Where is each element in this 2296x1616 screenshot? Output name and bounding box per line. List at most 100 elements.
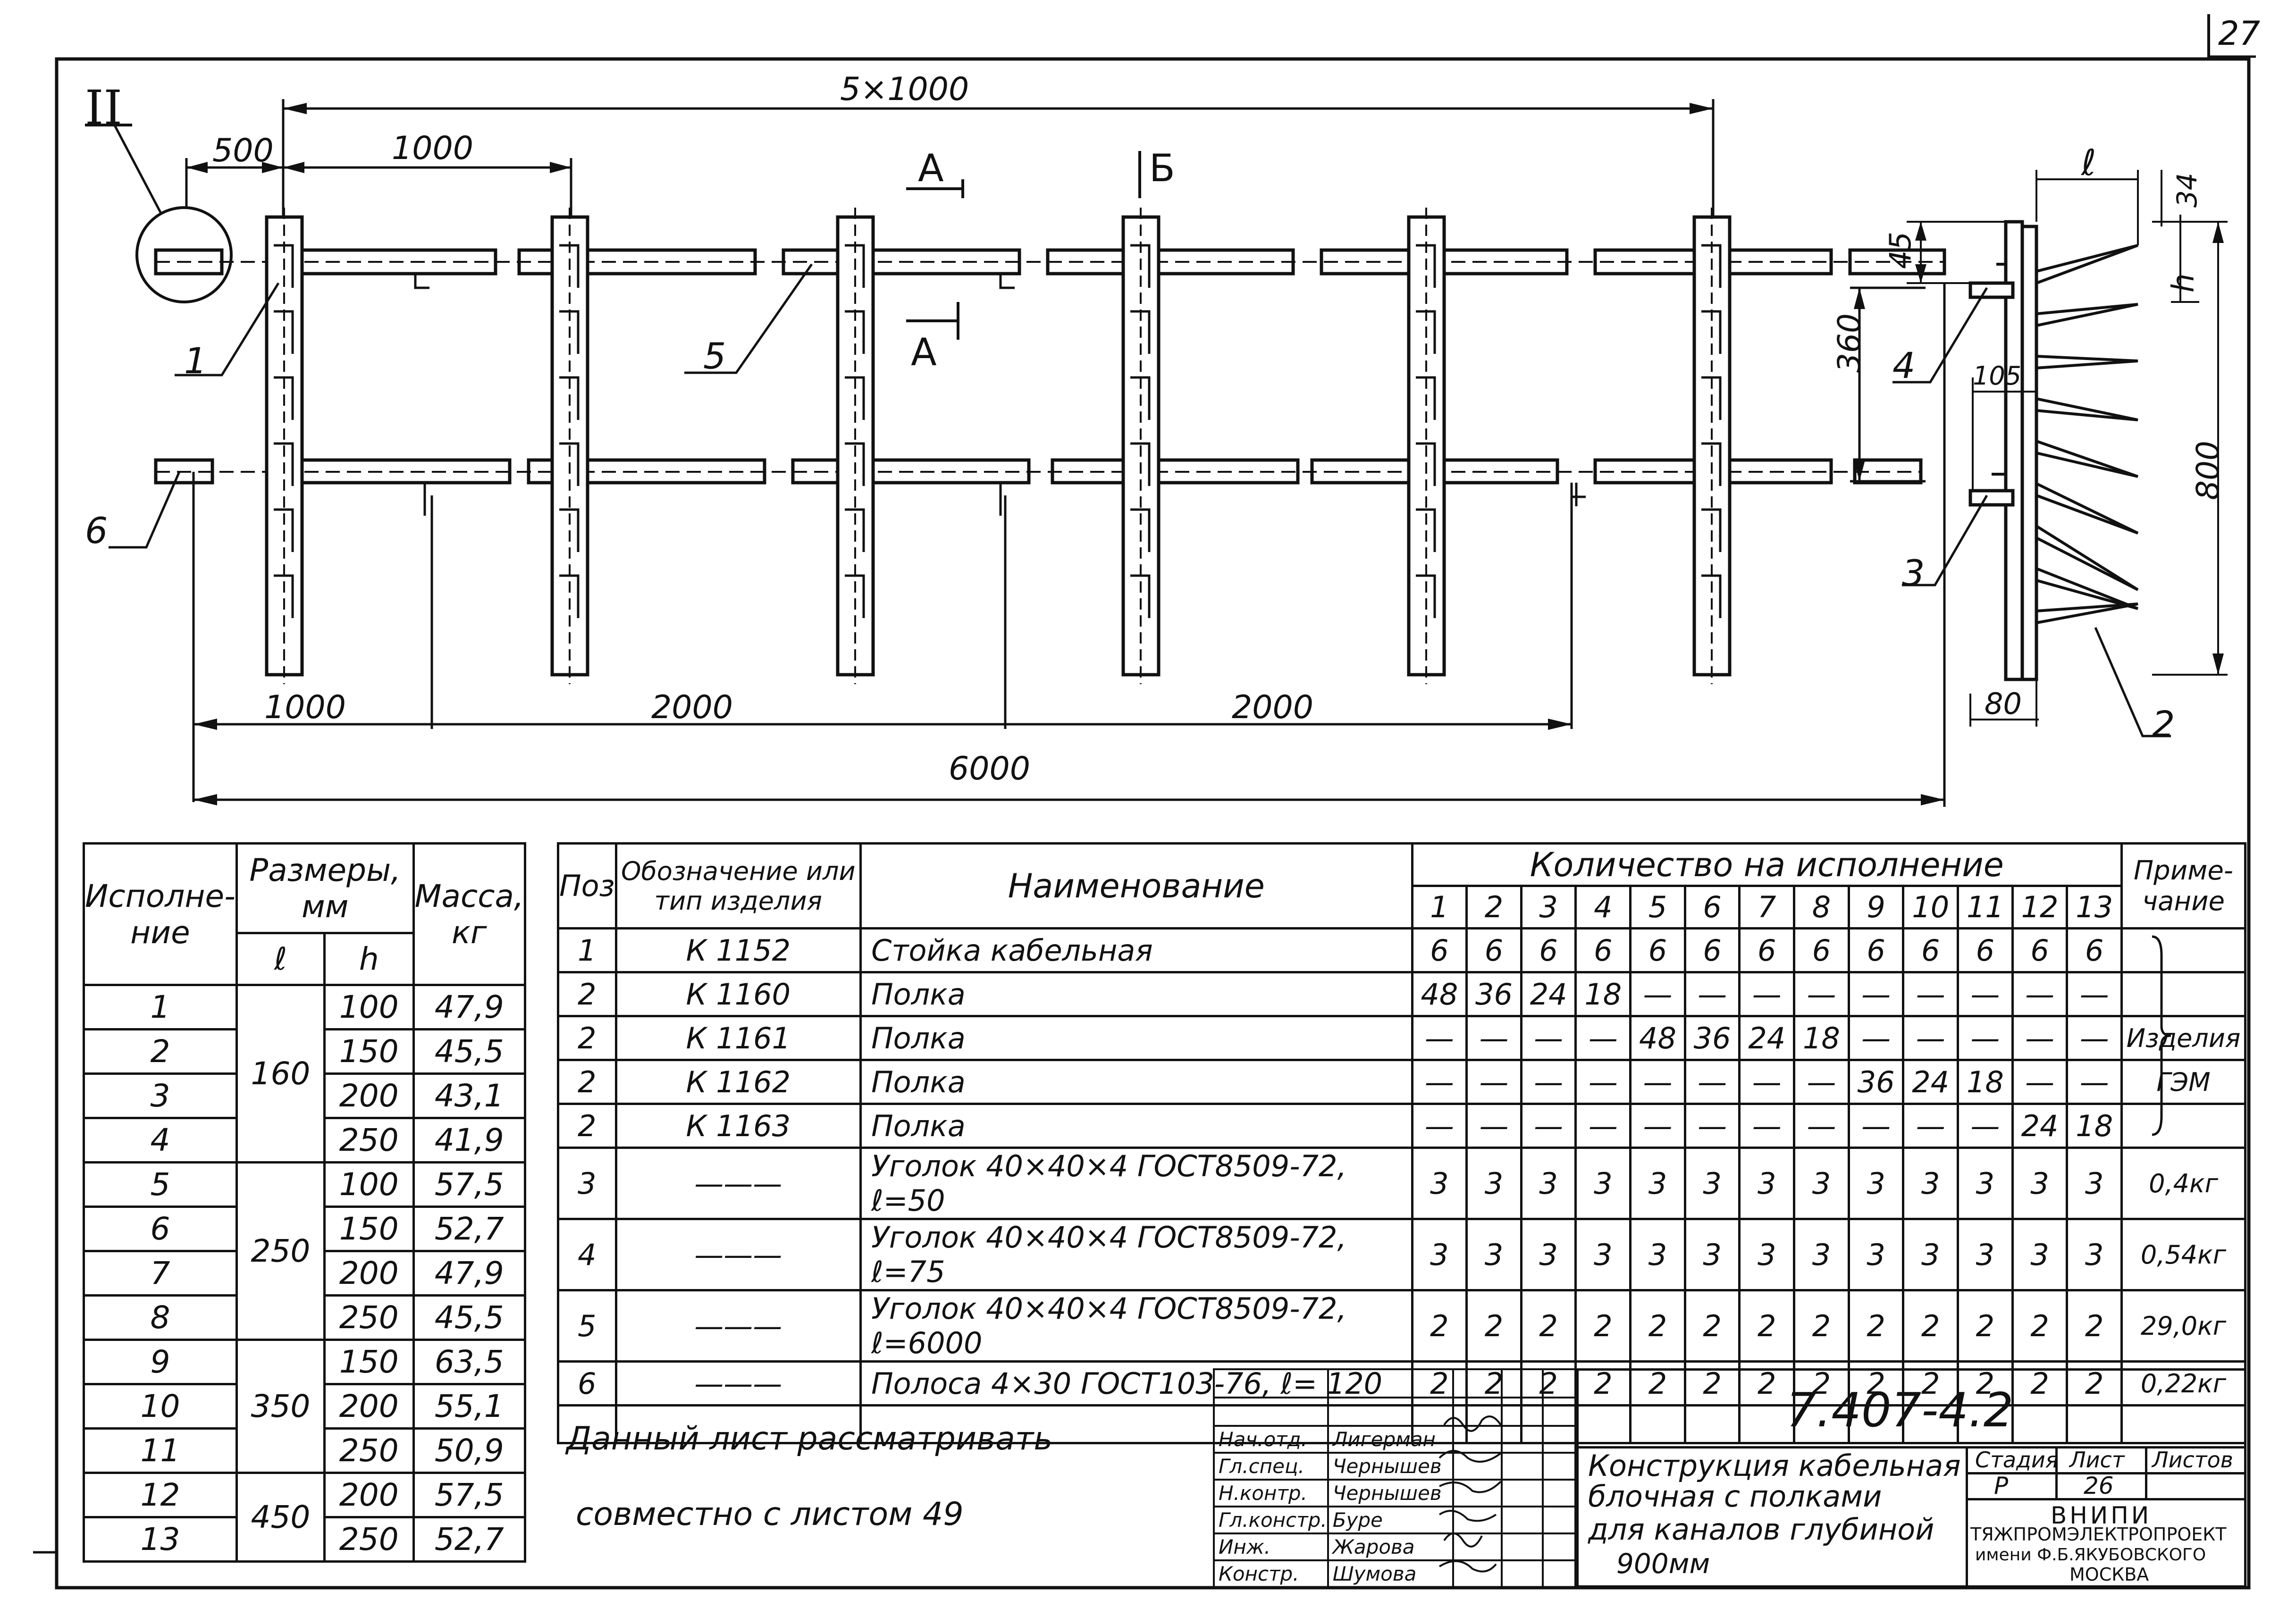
- signer-name: Буре: [1327, 1506, 1455, 1534]
- table-cell-quantity: —: [1465, 1103, 1522, 1149]
- table-cell-quantity: 6: [1574, 927, 1632, 973]
- sheet-number: 27: [2218, 14, 2261, 53]
- table-cell-mass: 63,5: [412, 1339, 527, 1385]
- table-cell-quantity: 3: [1683, 1147, 1741, 1220]
- stage-value: Р: [1994, 1472, 2009, 1499]
- table-cell-designation: ———: [614, 1218, 862, 1291]
- col-quantity-header: Количество на исполнение: [1411, 842, 2123, 887]
- table-cell-name: Уголок 40×40×4 ГОСТ8509-72, ℓ=75: [859, 1218, 1413, 1291]
- dim-bottom-left: 1000: [264, 689, 346, 726]
- table-cell-mass: 47,9: [412, 984, 527, 1030]
- signer-signature: [1452, 1532, 1503, 1561]
- dim-h: h: [2166, 273, 2201, 293]
- table-cell-quantity: 2: [1683, 1289, 1741, 1363]
- col-designation-header: Обозначение или тип изделия: [614, 842, 862, 929]
- title-block-main: 7.407-4.2 Конструкция кабельная блочная …: [1576, 1368, 2246, 1588]
- side-view: [1968, 220, 2038, 681]
- table-cell-h: 200: [323, 1472, 415, 1518]
- signer-name: Шумова: [1327, 1559, 1455, 1588]
- sheet-label: Лист: [2069, 1447, 2125, 1473]
- table-cell-quantity: —: [1520, 1103, 1577, 1149]
- signer-role: Нач.отд.: [1213, 1425, 1329, 1454]
- table-cell-quantity: 2: [1902, 1360, 1960, 1407]
- table-cell-note: 0,4кг: [2120, 1147, 2246, 1220]
- table-cell-l: 450: [235, 1472, 326, 1563]
- dim-top-offset: 500: [212, 132, 274, 169]
- table-cell-variant: 10: [83, 1383, 238, 1430]
- table-cell-h: 100: [323, 1161, 415, 1208]
- table-cell-pos: 6: [557, 1360, 617, 1407]
- signer-name: Чернышев: [1327, 1452, 1455, 1481]
- dim-top-span: 1000: [392, 130, 474, 167]
- callout-1: 1: [184, 340, 207, 382]
- table-cell-quantity: 48: [1629, 1015, 1686, 1061]
- table-cell-quantity: —: [1902, 1103, 1960, 1149]
- table-cell-quantity: —: [1738, 1059, 1796, 1105]
- table-cell-quantity: 3: [2011, 1147, 2069, 1220]
- table-cell-quantity: —: [2066, 1059, 2123, 1105]
- table-cell-quantity: 2: [1574, 1289, 1632, 1363]
- table-cell-variant: 12: [83, 1472, 238, 1518]
- table-cell-note: [2120, 927, 2246, 973]
- org-line-2: ТЯЖПРОМЭЛЕКТРОПРОЕКТ: [1970, 1524, 2227, 1545]
- table-cell-designation: К 1152: [614, 927, 862, 973]
- table-cell-name: Уголок 40×40×4 ГОСТ8509-72, ℓ=50: [859, 1147, 1413, 1220]
- dim-105: 105: [1973, 361, 2022, 391]
- table-cell-note: 29,0кг: [2120, 1289, 2246, 1363]
- table-cell-quantity: —: [1629, 1059, 1686, 1105]
- variant-number-header: 9: [1847, 885, 1905, 929]
- dim-top-total: 5×1000: [840, 71, 969, 108]
- table-cell-quantity: 6: [1411, 927, 1468, 973]
- table-cell-quantity: —: [1574, 1103, 1632, 1149]
- table-cell-quantity: —: [1902, 971, 1960, 1017]
- table-cell-mass: 55,1: [412, 1383, 527, 1430]
- table-cell-quantity: 6: [1520, 927, 1577, 973]
- table-cell-designation: ———: [614, 1289, 862, 1363]
- sheet-frame: [55, 57, 2251, 1590]
- title-line-2: блочная с полками: [1588, 1479, 1882, 1514]
- table-cell-quantity: 2: [1902, 1289, 1960, 1363]
- table-cell-variant: 2: [83, 1028, 238, 1075]
- table-cell-variant: 4: [83, 1117, 238, 1164]
- table-cell-quantity: 3: [1902, 1218, 1960, 1291]
- table-cell-quantity: 48: [1411, 971, 1468, 1017]
- table-cell-quantity: 2: [1847, 1289, 1905, 1363]
- table-cell-quantity: 2: [2011, 1360, 2069, 1407]
- variant-number-header: 6: [1683, 885, 1741, 929]
- post-slots: [274, 244, 1722, 618]
- table-cell-quantity: —: [1520, 1015, 1577, 1061]
- sheets-label: Листов: [2152, 1447, 2233, 1473]
- dim-l: ℓ: [2081, 142, 2096, 184]
- table-cell-quantity: 2: [1793, 1289, 1850, 1363]
- side-callout-2: 2: [2152, 703, 2175, 745]
- col-pos-header: Поз: [557, 842, 617, 929]
- table-cell-variant: 11: [83, 1427, 238, 1474]
- dim-80: 80: [1985, 687, 2022, 721]
- table-cell-designation: ———: [614, 1360, 862, 1407]
- dim-vertical-gap: 360: [1831, 313, 1867, 373]
- title-line-1: Конструкция кабельная: [1588, 1449, 1961, 1483]
- table-cell-quantity: 18: [1957, 1059, 2014, 1105]
- dim-34: 34: [2171, 173, 2203, 208]
- signer-role: Гл.констр.: [1213, 1506, 1329, 1534]
- signer-name: Чернышев: [1327, 1479, 1455, 1507]
- table-cell-quantity: 3: [1793, 1218, 1850, 1291]
- table-cell-quantity: 3: [1847, 1147, 1905, 1220]
- table-cell-note: 0,22кг: [2120, 1360, 2246, 1407]
- table-cell-l: 160: [235, 984, 326, 1164]
- variant-number-header: 11: [1957, 885, 2014, 929]
- table-cell-variant: 13: [83, 1516, 238, 1563]
- sheet-value: 26: [2084, 1472, 2114, 1499]
- cable-posts: [265, 215, 1732, 677]
- table-cell-quantity: 2: [2066, 1360, 2123, 1407]
- org-line-1: ВНИПИ: [2051, 1502, 2152, 1529]
- table-cell-quantity: —: [1847, 1015, 1905, 1061]
- callout-6: 6: [85, 510, 108, 552]
- section-a-bottom: А: [911, 330, 937, 374]
- table-cell-quantity: —: [1574, 1059, 1632, 1105]
- drawing-code: 7.407-4.2: [1786, 1382, 2014, 1438]
- signer-name: Лигерман: [1327, 1425, 1455, 1454]
